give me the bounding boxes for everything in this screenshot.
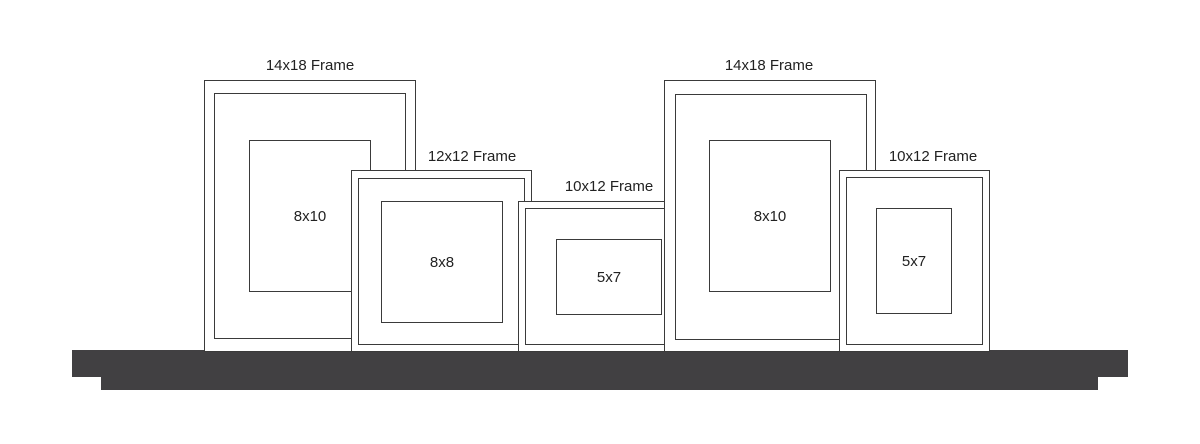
frame-3-photo-label: 5x7: [596, 268, 622, 286]
frame-3-label: 10x12 Frame: [564, 178, 654, 195]
frame-4-photo-label: 8x10: [753, 207, 787, 225]
frame-2-label: 12x12 Frame: [427, 148, 517, 165]
frame-5-photo: 5x7: [876, 208, 952, 314]
frame-5: 5x7: [839, 170, 990, 352]
frame-3-photo: 5x7: [556, 239, 662, 315]
frame-4-label: 14x18 Frame: [724, 57, 814, 74]
frame-2: 8x8: [351, 170, 532, 352]
frame-2-photo: 8x8: [381, 201, 503, 323]
shelf-bottom: [101, 376, 1098, 390]
frame-5-photo-label: 5x7: [901, 252, 927, 270]
frame-2-photo-label: 8x8: [429, 253, 455, 271]
shelf-top: [72, 350, 1128, 377]
frame-1: 8x10: [204, 80, 416, 352]
frame-1-photo-label: 8x10: [293, 207, 327, 225]
frame-1-photo: 8x10: [249, 140, 371, 292]
frame-1-label: 14x18 Frame: [265, 57, 355, 74]
frame-5-label: 10x12 Frame: [888, 148, 978, 165]
frame-4-photo: 8x10: [709, 140, 831, 292]
